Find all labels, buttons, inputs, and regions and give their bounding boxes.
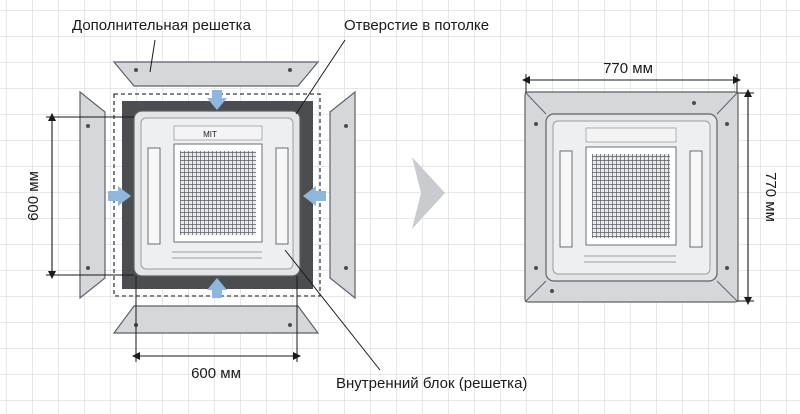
extra-grille-top (112, 61, 320, 87)
screw-icon (288, 323, 292, 327)
screw-icon (550, 289, 554, 293)
insert-arrow-left-icon (108, 186, 131, 206)
label-extra-grille: Дополнительная решетка (72, 17, 252, 34)
intake-grille-mesh (592, 154, 670, 238)
leader-ceiling-opening (295, 39, 346, 115)
screw-icon (725, 122, 729, 126)
louvre-left (147, 147, 161, 245)
louvre-right (689, 150, 703, 248)
screw-icon (534, 266, 538, 270)
louvre-right (275, 147, 289, 245)
frame-corner-line (716, 91, 739, 115)
dim-label-left-height: 600 мм (25, 171, 42, 221)
screw-icon (134, 68, 138, 72)
right-assembly (522, 74, 754, 305)
display-strip (585, 127, 677, 143)
screw-icon (344, 124, 348, 128)
screw-icon (534, 122, 538, 126)
transition-arrow-icon (412, 157, 445, 229)
dim-label-right-height: 770 мм (762, 172, 779, 222)
left-assembly: MIT (46, 39, 381, 371)
screw-icon (725, 266, 729, 270)
screw-icon (86, 124, 90, 128)
extra-grille-bottom (112, 305, 320, 334)
screw-icon (692, 101, 696, 105)
frame-corner-line (524, 91, 547, 115)
insert-arrow-top-icon (207, 90, 227, 110)
unit-badge: MIT (203, 130, 217, 139)
frame-corner-line (716, 280, 739, 303)
screw-icon (86, 266, 90, 270)
insert-arrow-right-icon (303, 186, 326, 206)
insert-arrow-bottom-icon (207, 278, 227, 298)
leader-indoor-unit (284, 249, 381, 371)
display-strip (173, 125, 263, 141)
dim-label-right-width: 770 мм (603, 60, 653, 77)
extra-grille-left (79, 90, 106, 300)
label-indoor-unit: Внутренний блок (решетка) (336, 375, 527, 392)
screw-icon (288, 68, 292, 72)
leader-extra-grille (149, 39, 156, 73)
extra-grille-right (329, 90, 356, 300)
dim-label-left-width: 600 мм (191, 365, 241, 382)
frame-corner-line (524, 280, 547, 303)
screw-icon (344, 266, 348, 270)
label-ceiling-opening: Отверстие в потолке (344, 17, 489, 34)
intake-grille-mesh (180, 151, 256, 235)
louvre-left (559, 150, 573, 248)
